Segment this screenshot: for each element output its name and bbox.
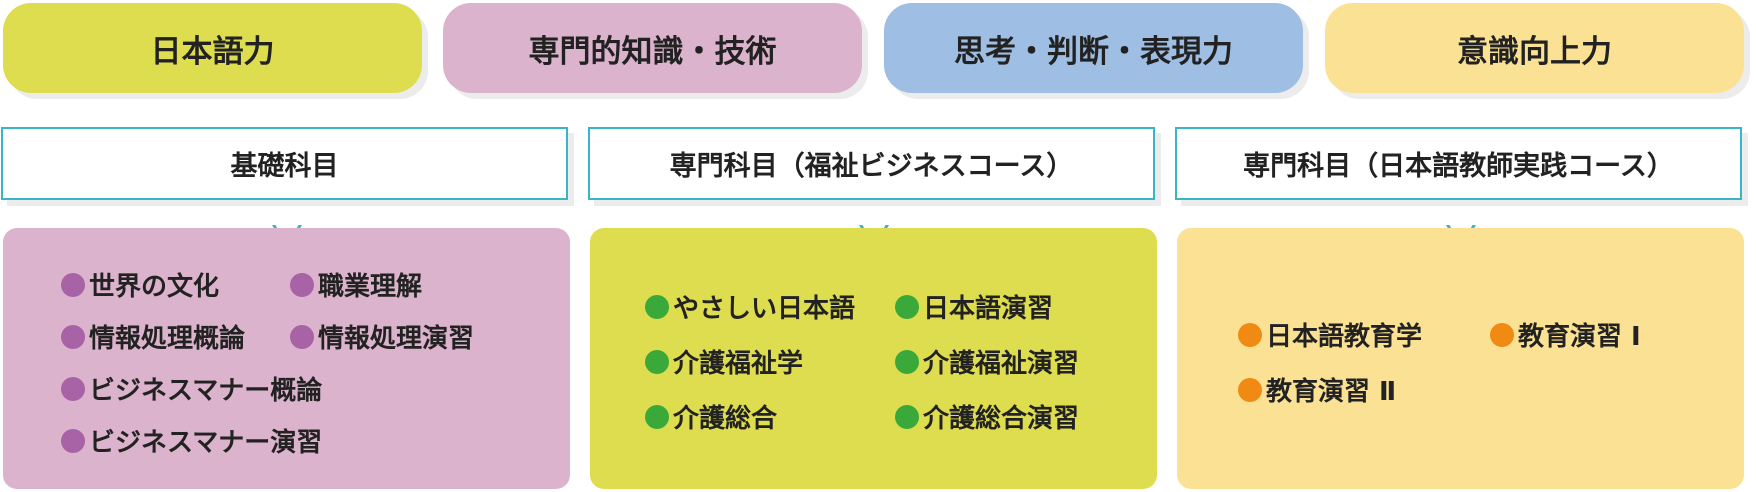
subject-item: 情報処理概論: [61, 318, 245, 355]
subject-label: 日本語演習: [923, 294, 1054, 324]
subject-item: 日本語教育学: [1238, 316, 1422, 353]
subject-item: 日本語演習: [895, 288, 1053, 325]
ability-awareness: 意識向上力: [1325, 3, 1744, 93]
subject-label: 介護福祉学: [673, 349, 804, 379]
subject-label: 日本語教育学: [1266, 322, 1423, 352]
subject-item: 介護総合演習: [895, 398, 1079, 435]
subject-label: 介護福祉演習: [923, 349, 1080, 379]
category-title: 専門科目（日本語教師実践コース）: [1243, 151, 1674, 182]
subject-label: 介護総合: [673, 404, 778, 434]
subject-item: 世界の文化: [61, 266, 219, 303]
subject-item: 介護福祉演習: [895, 343, 1079, 380]
ability-label: 意識向上力: [1457, 33, 1612, 70]
subject-item: 介護福祉学: [645, 343, 803, 380]
category-header-welfare: 専門科目（福祉ビジネスコース）: [588, 127, 1155, 251]
subject-item: 教育演習 Ⅱ: [1238, 371, 1396, 408]
category-title: 基礎科目: [230, 151, 339, 182]
subject-item: やさしい日本語: [645, 288, 855, 325]
ability-label: 思考・判断・表現力: [954, 33, 1233, 70]
bullet-dot: [61, 272, 85, 297]
subject-label: ビジネスマナー演習: [89, 428, 323, 458]
subject-item: ビジネスマナー概論: [61, 370, 322, 407]
bullet-dot: [895, 349, 919, 374]
subject-item: 職業理解: [290, 266, 422, 303]
subject-label: ビジネスマナー概論: [89, 376, 323, 406]
subject-item: 情報処理演習: [290, 318, 474, 355]
subject-item: 介護総合: [645, 398, 777, 435]
subject-label: 世界の文化: [89, 272, 220, 302]
subject-label: 情報処理演習: [318, 324, 475, 354]
subject-panel-basic: 世界の文化 職業理解 情報処理概論 情報処理演習 ビジネスマナー概論 ビジネスマ…: [3, 228, 570, 489]
subject-label: やさしい日本語: [673, 294, 856, 324]
bullet-dot: [61, 428, 85, 453]
subject-item: ビジネスマナー演習: [61, 422, 322, 459]
bullet-dot: [645, 294, 669, 319]
bullet-dot: [290, 272, 314, 297]
bullet-dot: [61, 376, 85, 401]
bullet-dot: [1490, 322, 1514, 347]
ability-thinking: 思考・判断・表現力: [884, 3, 1303, 93]
category-header-teacher: 専門科目（日本語教師実践コース）: [1175, 127, 1742, 251]
bullet-dot: [290, 324, 314, 349]
subject-label: 介護総合演習: [923, 404, 1080, 434]
ability-label: 専門的知識・技術: [528, 33, 777, 70]
subject-label: 教育演習 Ⅰ: [1518, 322, 1641, 352]
subject-panel-teacher: 日本語教育学 教育演習 Ⅰ 教育演習 Ⅱ: [1177, 228, 1744, 489]
category-title: 専門科目（福祉ビジネスコース）: [669, 151, 1074, 182]
ability-expertise: 専門的知識・技術: [443, 3, 862, 93]
subject-item: 教育演習 Ⅰ: [1490, 316, 1641, 353]
bullet-dot: [1238, 377, 1262, 402]
subject-panel-welfare: やさしい日本語 日本語演習 介護福祉学 介護福祉演習 介護総合 介護総合演習: [590, 228, 1157, 489]
bullet-dot: [61, 324, 85, 349]
bullet-dot: [895, 294, 919, 319]
ability-japanese: 日本語力: [3, 3, 422, 93]
bullet-dot: [1238, 322, 1262, 347]
ability-label: 日本語力: [150, 33, 275, 70]
category-header-basic: 基礎科目: [1, 127, 568, 251]
subject-label: 情報処理概論: [89, 324, 246, 354]
subject-label: 教育演習 Ⅱ: [1266, 377, 1397, 407]
subject-label: 職業理解: [318, 272, 423, 302]
bullet-dot: [645, 349, 669, 374]
bullet-dot: [645, 404, 669, 429]
bullet-dot: [895, 404, 919, 429]
